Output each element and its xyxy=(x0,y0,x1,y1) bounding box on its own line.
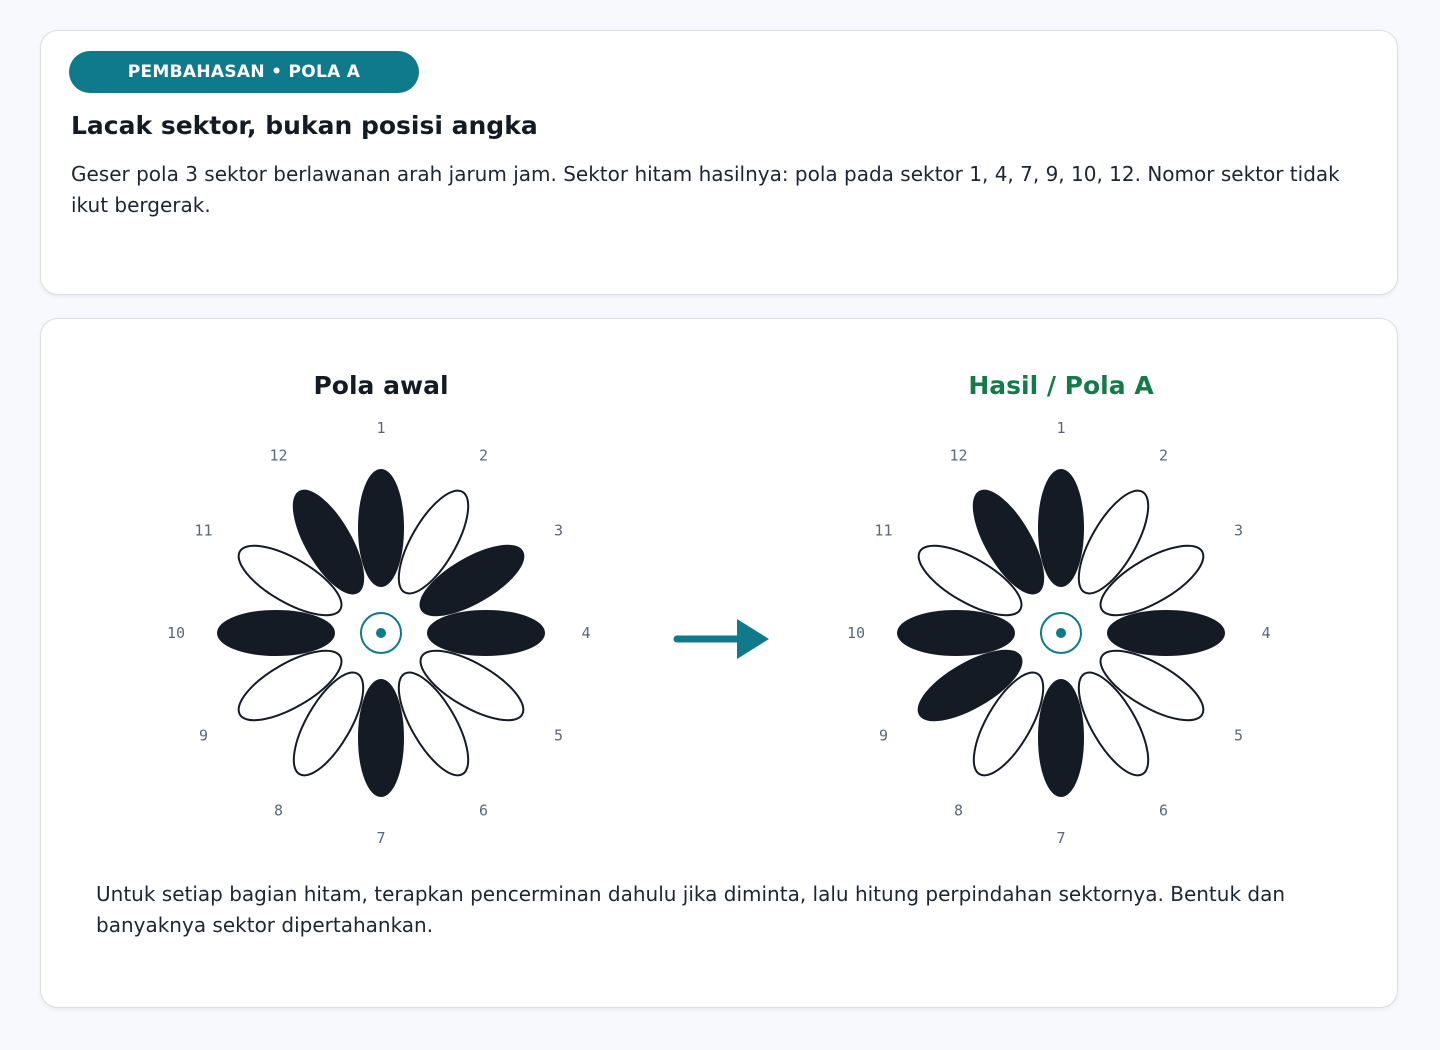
petal-sector-12 xyxy=(292,489,365,595)
sector-label-11: 11 xyxy=(194,522,212,540)
sector-label-5: 5 xyxy=(554,727,563,745)
sector-label-7: 7 xyxy=(376,829,385,847)
petal-sector-6 xyxy=(1077,671,1150,777)
center-dot xyxy=(1056,628,1066,638)
petal-sector-6 xyxy=(397,671,470,777)
petal-sector-2 xyxy=(397,489,470,595)
sector-label-4: 4 xyxy=(1261,624,1270,642)
petal-sector-7 xyxy=(358,679,404,797)
petal-sector-5 xyxy=(1099,649,1205,722)
petal-sector-1 xyxy=(358,469,404,587)
sector-label-2: 2 xyxy=(1159,446,1168,464)
petal-sector-9 xyxy=(917,649,1023,722)
sector-label-4: 4 xyxy=(581,624,590,642)
petal-sector-5 xyxy=(419,649,525,722)
center-dot xyxy=(376,628,386,638)
result-pattern-title: Hasil / Pola A xyxy=(968,371,1154,400)
sector-label-6: 6 xyxy=(1159,802,1168,820)
sector-label-8: 8 xyxy=(274,802,283,820)
sector-label-3: 3 xyxy=(1234,522,1243,540)
petal-sector-3 xyxy=(1099,544,1205,617)
sector-label-12: 12 xyxy=(269,446,287,464)
petal-sector-2 xyxy=(1077,489,1150,595)
sector-label-12: 12 xyxy=(949,446,967,464)
petal-sector-7 xyxy=(1038,679,1084,797)
sector-label-6: 6 xyxy=(479,802,488,820)
arrow-right-icon xyxy=(673,619,769,659)
petal-sector-4 xyxy=(1107,610,1225,656)
petal-sector-11 xyxy=(237,544,343,617)
petal-sector-8 xyxy=(292,671,365,777)
section-badge: PEMBAHASAN • POLA A xyxy=(69,51,419,93)
sector-label-9: 9 xyxy=(879,727,888,745)
sector-label-5: 5 xyxy=(1234,727,1243,745)
sector-label-2: 2 xyxy=(479,446,488,464)
sector-label-1: 1 xyxy=(1056,419,1065,437)
sector-label-1: 1 xyxy=(376,419,385,437)
petal-sector-8 xyxy=(972,671,1045,777)
sector-label-11: 11 xyxy=(874,522,892,540)
initial-pattern-title: Pola awal xyxy=(313,371,449,400)
petal-sector-10 xyxy=(897,610,1015,656)
explanation-card: PEMBAHASAN • POLA A Lacak sektor, bukan … xyxy=(40,30,1398,295)
petal-sector-1 xyxy=(1038,469,1084,587)
sector-label-7: 7 xyxy=(1056,829,1065,847)
sector-label-10: 10 xyxy=(847,624,865,642)
petal-sector-4 xyxy=(427,610,545,656)
petal-sector-3 xyxy=(419,544,525,617)
sector-label-8: 8 xyxy=(954,802,963,820)
petal-sector-12 xyxy=(972,489,1045,595)
sector-label-10: 10 xyxy=(167,624,185,642)
footer-note: Untuk setiap bagian hitam, terapkan penc… xyxy=(96,882,1286,937)
explanation-description: Geser pola 3 sektor berlawanan arah jaru… xyxy=(71,162,1340,217)
sector-label-3: 3 xyxy=(554,522,563,540)
petal-sector-11 xyxy=(917,544,1023,617)
sector-label-9: 9 xyxy=(199,727,208,745)
explanation-title: Lacak sektor, bukan posisi angka xyxy=(71,111,538,140)
petal-sector-10 xyxy=(217,610,335,656)
petal-sector-9 xyxy=(237,649,343,722)
